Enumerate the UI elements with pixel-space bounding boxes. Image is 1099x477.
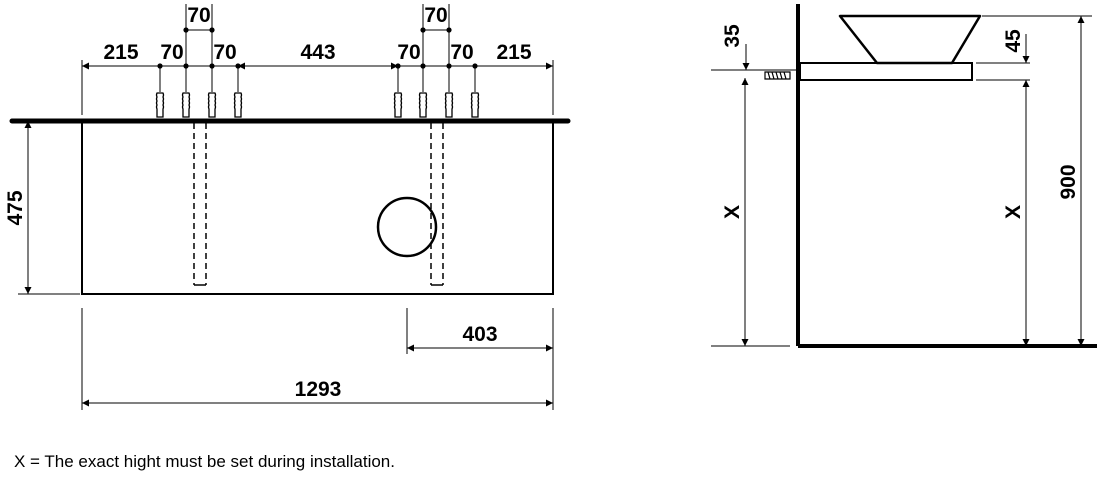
- technical-drawing: 70 70 215 70 70 443 70 70 215 475 403 12…: [4, 4, 1097, 410]
- wall-plug-group: [155, 92, 480, 118]
- dim-label-70-top-right: 70: [424, 4, 447, 27]
- dim-label-x-right: X: [1002, 205, 1025, 219]
- wall-screw-icon: [764, 71, 791, 80]
- side-view: [711, 4, 1097, 348]
- dim-label-x-left: X: [721, 205, 744, 219]
- dim-label-70-left-a: 70: [160, 41, 183, 64]
- wall-plug-icon: [181, 92, 191, 118]
- dim-label-443: 443: [300, 41, 335, 64]
- drain-opening: [376, 196, 438, 258]
- wall-plug-icon: [418, 92, 428, 118]
- countertop-side: [799, 62, 973, 81]
- dim-label-1293: 1293: [295, 378, 342, 401]
- footnote: X = The exact hight must be set during i…: [14, 452, 395, 471]
- cabinet-outline: [81, 120, 554, 295]
- front-view: [9, 4, 571, 410]
- dim-label-900: 900: [1057, 164, 1080, 199]
- wall-plug-icon: [155, 92, 165, 118]
- dim-label-35: 35: [721, 24, 744, 48]
- dim-label-70-right-b: 70: [450, 41, 473, 64]
- wall-plug-icon: [393, 92, 403, 118]
- wall-plug-icon: [207, 92, 217, 118]
- wall-plug-icon: [470, 92, 480, 118]
- dim-label-215-right: 215: [496, 41, 531, 64]
- dim-label-403: 403: [462, 323, 497, 346]
- dim-label-215-left: 215: [103, 41, 138, 64]
- dim-label-70-top-left: 70: [187, 4, 210, 27]
- dim-label-475: 475: [4, 190, 27, 225]
- dim-label-70-right-a: 70: [397, 41, 420, 64]
- dim-label-45: 45: [1002, 29, 1025, 53]
- dim-label-70-left-b: 70: [213, 41, 236, 64]
- washbasin-bowl: [838, 14, 982, 65]
- wall-plug-icon: [233, 92, 243, 118]
- wall-plug-icon: [444, 92, 454, 118]
